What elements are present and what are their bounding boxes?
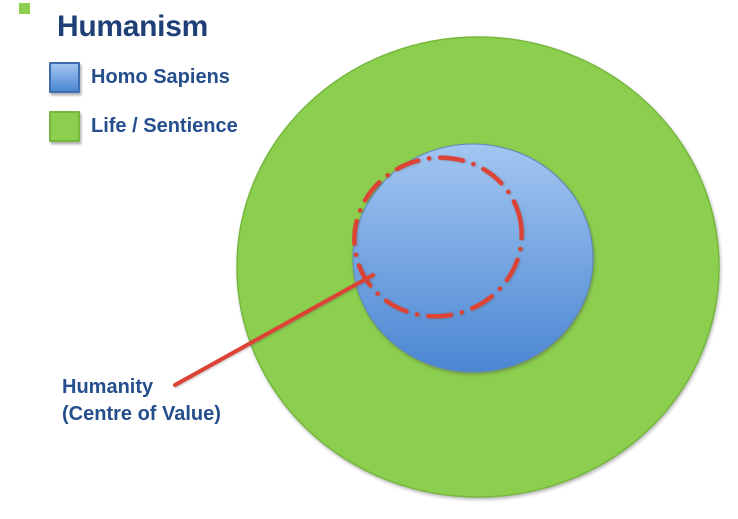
annotation-line1: Humanity <box>62 376 154 398</box>
legend-label-life-sentience: Life / Sentience <box>91 115 238 137</box>
annotation-humanity: Humanity (Centre of Value) <box>62 374 221 428</box>
annotation-leader-line <box>173 273 375 387</box>
homo-sapiens-swatch-icon <box>49 62 80 93</box>
legend-label-homo-sapiens: Homo Sapiens <box>91 66 230 88</box>
humanity-dashed-circle <box>352 155 524 319</box>
corner-green-mark <box>19 3 30 14</box>
annotation-line2: (Centre of Value) <box>62 403 221 425</box>
life-sentience-swatch-icon <box>49 111 80 142</box>
page-title: Humanism <box>57 10 208 43</box>
homo-sapiens-circle <box>352 143 594 373</box>
legend-item-homo-sapiens: Homo Sapiens <box>49 62 230 93</box>
legend-item-life-sentience: Life / Sentience <box>49 111 238 142</box>
